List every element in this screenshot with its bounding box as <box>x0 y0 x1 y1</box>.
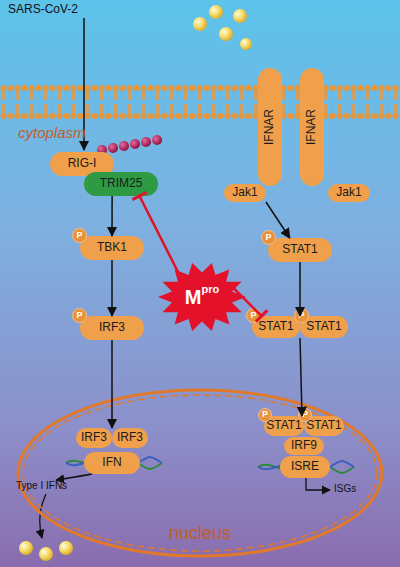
protein-box: Jak1 <box>328 184 370 202</box>
node-text: TRIM25 <box>100 177 143 190</box>
node-text: P <box>265 233 271 243</box>
node-text: ISRE <box>291 460 319 473</box>
node-text: IRF9 <box>291 439 317 452</box>
inhibition-line <box>228 283 267 322</box>
node-text: RIG-I <box>68 157 97 170</box>
node-text: M <box>185 286 202 308</box>
inhibition-bar <box>256 310 267 321</box>
free-label: cytoplasm <box>18 124 86 141</box>
connector-line <box>266 202 290 238</box>
protein-box: STAT1P <box>300 316 348 338</box>
connector-line <box>111 260 113 316</box>
activation-arrow <box>300 338 302 416</box>
phospho-mark: P <box>72 228 87 243</box>
node-text: pro <box>201 283 219 295</box>
node-text: STAT1 <box>306 419 342 432</box>
activation-arrow <box>112 340 113 428</box>
protein-box: STAT1P <box>264 416 304 436</box>
node-text: P <box>262 410 268 420</box>
node-text: IFNAR <box>305 109 318 145</box>
protein-box: STAT1P <box>304 416 344 436</box>
activation-arrow <box>112 196 113 236</box>
nucleus-ellipse: nucleusIRF3IRF3IFNSTAT1PSTAT1PIRF9ISRE <box>16 388 384 558</box>
protein-box: IRF3 <box>76 428 112 448</box>
connector-line <box>300 338 302 416</box>
protein-box: IFN <box>84 452 140 474</box>
inhibition-bar <box>132 192 146 199</box>
node-text: STAT1 <box>306 320 342 333</box>
activation-arrow <box>300 262 301 316</box>
node-text: IRF3 <box>81 431 107 444</box>
connector-line <box>228 283 261 316</box>
node-text: TBK1 <box>97 241 127 254</box>
membrane <box>0 84 400 120</box>
node-text: Jak1 <box>232 186 257 199</box>
node-text: IRF3 <box>99 321 125 334</box>
protein-box: STAT1P <box>252 316 300 338</box>
connector-line <box>111 340 113 428</box>
node-text: P <box>76 231 82 241</box>
burst-outline <box>158 262 246 332</box>
node-text: IFN <box>102 456 121 469</box>
protein-box: Jak1 <box>224 184 266 202</box>
connector-line <box>299 262 301 316</box>
free-label: Type I IFNs <box>16 480 67 491</box>
protein-box: STAT1P <box>268 238 332 262</box>
node-text: P <box>76 311 82 321</box>
protein-box: TBK1P <box>80 236 144 260</box>
ligase-box: TRIM25 <box>84 172 158 196</box>
phospho-mark: P <box>294 308 309 323</box>
node-text: IRF3 <box>117 431 143 444</box>
free-label: ISGs <box>334 483 356 494</box>
connector-line <box>140 196 181 276</box>
phospho-mark: P <box>258 408 272 422</box>
node-text: STAT1 <box>266 419 302 432</box>
node-text: STAT1 <box>282 243 318 256</box>
inhibition-line <box>132 192 180 276</box>
node-text: P <box>298 311 304 321</box>
phospho-mark: P <box>246 308 261 323</box>
receptor-box: IFNAR <box>300 68 324 186</box>
ifn-balls <box>19 5 252 561</box>
node-text: nucleus <box>16 524 384 544</box>
node-text: Jak1 <box>336 186 361 199</box>
activation-arrow <box>266 202 290 238</box>
node-text: P <box>302 410 308 420</box>
node-text: P <box>250 311 256 321</box>
activation-arrow <box>112 260 113 316</box>
protein-box: IRF3P <box>80 316 144 340</box>
free-label: SARS-CoV-2 <box>8 2 78 16</box>
protein-box: IRF3 <box>112 428 148 448</box>
connector-line <box>111 196 113 236</box>
phospho-mark: P <box>72 308 87 323</box>
burst-shape <box>158 263 246 331</box>
protease-burst: Mpro <box>158 262 246 332</box>
node-text: IFNAR <box>263 109 276 145</box>
receptor-box: IFNAR <box>258 68 282 186</box>
phospho-mark: P <box>298 408 312 422</box>
protein-box: IRF9 <box>284 437 324 455</box>
node-text: STAT1 <box>258 320 294 333</box>
phospho-mark: P <box>261 230 276 245</box>
protein-box: ISRE <box>280 456 330 478</box>
